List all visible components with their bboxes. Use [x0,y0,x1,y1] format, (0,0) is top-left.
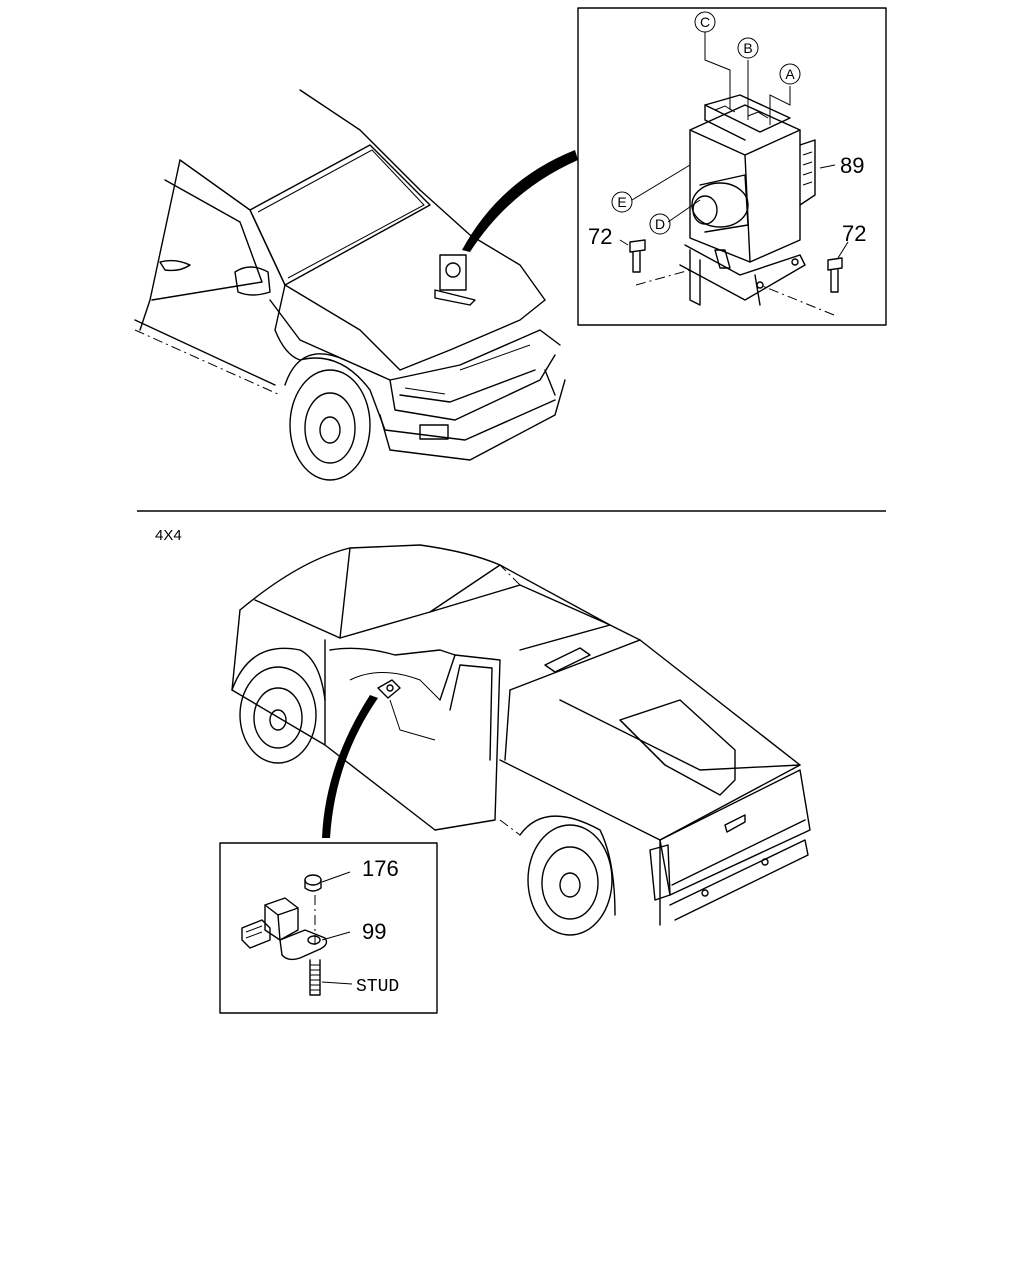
abs-module-inset [577,7,887,326]
leader-top [462,150,578,252]
callout-b-text: B [743,40,752,56]
callout-c-text: C [700,14,710,30]
part-72-right-label: 72 [842,221,866,246]
callout-d: D [649,213,671,235]
callout-a-text: A [785,66,795,82]
section-label: 4X4 [155,527,182,544]
part-89-label: 89 [840,153,864,178]
bolt-72-right-icon [827,257,843,293]
abs-unit-location-icon [434,254,476,306]
sensor-99-icon [241,897,328,961]
stud-icon [309,959,321,996]
bolt-72-left-icon [629,239,646,273]
callout-d-text: D [655,216,665,232]
part-72-left-label: 72 [588,224,612,249]
part-176-label: 176 [362,856,399,881]
sensor-location-icon [377,679,401,699]
stud-label: STUD [356,977,399,997]
callout-e-text: E [617,194,626,210]
nut-176-icon [304,874,322,892]
callout-b: B [737,37,759,59]
callout-e: E [611,191,633,213]
part-99-label: 99 [362,919,386,944]
truck-front-view [134,89,566,481]
truck-rear-view [231,544,811,936]
leader-bottom [322,695,378,838]
callout-a: A [779,63,801,85]
callout-c: C [694,11,716,33]
sensor-inset [219,842,438,1014]
